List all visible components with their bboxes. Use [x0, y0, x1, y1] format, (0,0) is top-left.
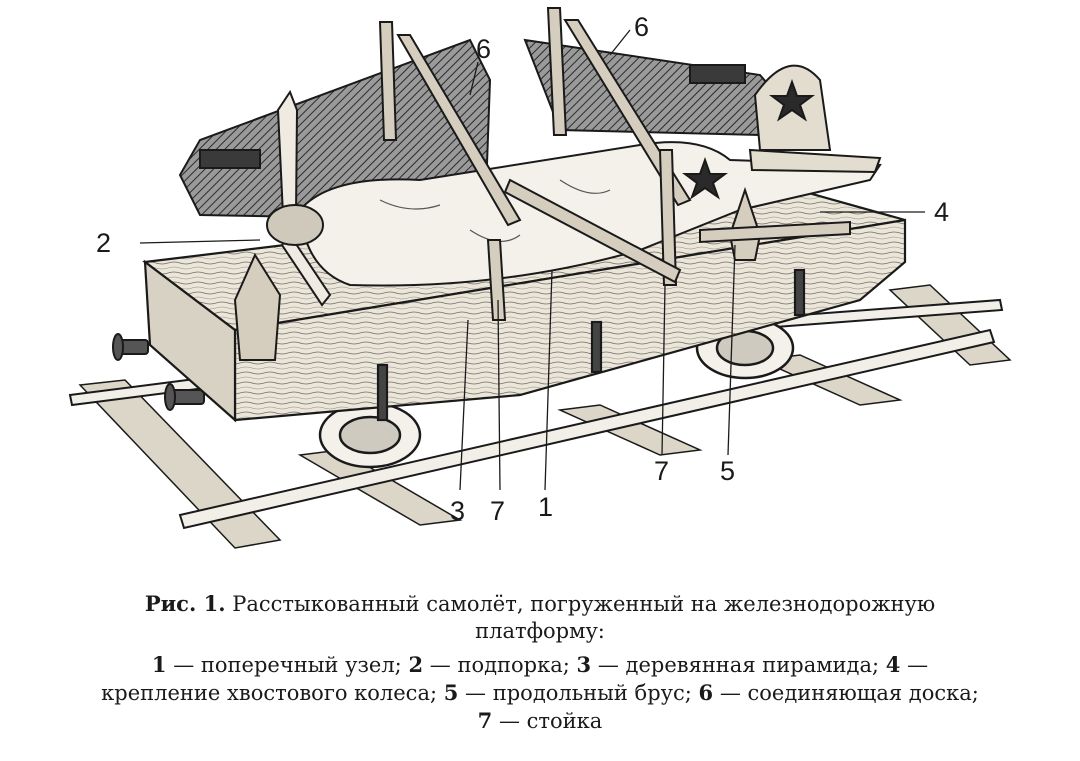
- wooden-supports: [233, 7, 851, 361]
- callout-3: 3: [450, 496, 465, 526]
- legend-num-1: 1: [151, 652, 167, 677]
- star-emblem-tail: [769, 79, 815, 122]
- star-emblem-fuselage: [682, 157, 728, 200]
- propeller: [266, 89, 332, 307]
- right-frame-post-2: [658, 149, 678, 286]
- crossbeam: [503, 178, 682, 284]
- buffers: [112, 333, 205, 411]
- legend-num-4: 4: [885, 652, 901, 677]
- callout-2: 2: [96, 228, 111, 258]
- callout-labels: 2 6 6 4 3 7 1 7 5: [96, 12, 949, 526]
- right-frame-post: [546, 7, 568, 136]
- legend-dash: —: [465, 681, 487, 705]
- caption-title-part2: платформу:: [475, 619, 605, 643]
- callout-7-left: 7: [490, 496, 505, 526]
- tail-fin: [753, 64, 832, 151]
- legend-text-4: крепление хвостового колеса;: [101, 681, 438, 705]
- railway-platform-illustration: 2 6 6 4 3 7 1 7 5: [68, 7, 1012, 549]
- propeller-spinner: [266, 204, 324, 246]
- caption-title: Рис. 1. Расстыкованный самолёт, погружен…: [0, 590, 1080, 645]
- right-frame-diagonal: [563, 19, 692, 207]
- legend-dash: —: [498, 709, 520, 733]
- legend-text-1: поперечный узел;: [200, 653, 402, 677]
- caption-legend: 1 — поперечный узел; 2 — подпорка; 3 — д…: [0, 651, 1080, 735]
- caption-prefix: Рис. 1.: [144, 591, 226, 616]
- legend-num-2: 2: [408, 652, 424, 677]
- callout-5: 5: [720, 456, 735, 486]
- callout-1: 1: [538, 492, 553, 522]
- legend-dash: —: [429, 653, 451, 677]
- platform-left-end: [143, 259, 237, 423]
- callout-4: 4: [934, 197, 949, 227]
- left-frame-post: [378, 21, 398, 141]
- legend-text-5: продольный брус;: [492, 681, 692, 705]
- legend-dash: —: [597, 653, 619, 677]
- figure-caption: Рис. 1. Расстыкованный самолёт, погружен…: [0, 590, 1080, 735]
- legend-line-2: крепление хвостового колеса; 5 — продоль…: [0, 679, 1080, 707]
- legend-line-1: 1 — поперечный узел; 2 — подпорка; 3 — д…: [0, 651, 1080, 679]
- legend-line-3: соединяющая доска; 7 — стойка: [0, 707, 1080, 735]
- legend-num-6: 6: [698, 680, 714, 705]
- legend-num-5: 5: [443, 680, 459, 705]
- legend-text-6: соединяющая доска;: [747, 681, 979, 705]
- callout-6-right: 6: [634, 12, 649, 42]
- callout-6-left: 6: [476, 34, 491, 64]
- legend-dash: —: [907, 653, 929, 677]
- front-support-pyramid: [233, 252, 282, 361]
- leader-lines: [139, 29, 925, 491]
- legend-text-7: стойка: [526, 709, 603, 733]
- left-frame-diagonal: [396, 34, 522, 227]
- legend-text-3: деревянная пирамида;: [625, 653, 880, 677]
- legend-text-2: подпорка;: [457, 653, 570, 677]
- side-stakes: [376, 268, 806, 422]
- legend-num-7: 7: [477, 708, 493, 733]
- left-frame-post-2: [486, 239, 507, 321]
- legend-dash: —: [173, 653, 195, 677]
- legend-num-3: 3: [576, 652, 592, 677]
- caption-title-part1: Расстыкованный самолёт, погруженный на ж…: [232, 592, 936, 616]
- callout-7-right: 7: [654, 456, 669, 486]
- legend-dash: —: [719, 681, 741, 705]
- longitudinal-beam: [699, 220, 851, 244]
